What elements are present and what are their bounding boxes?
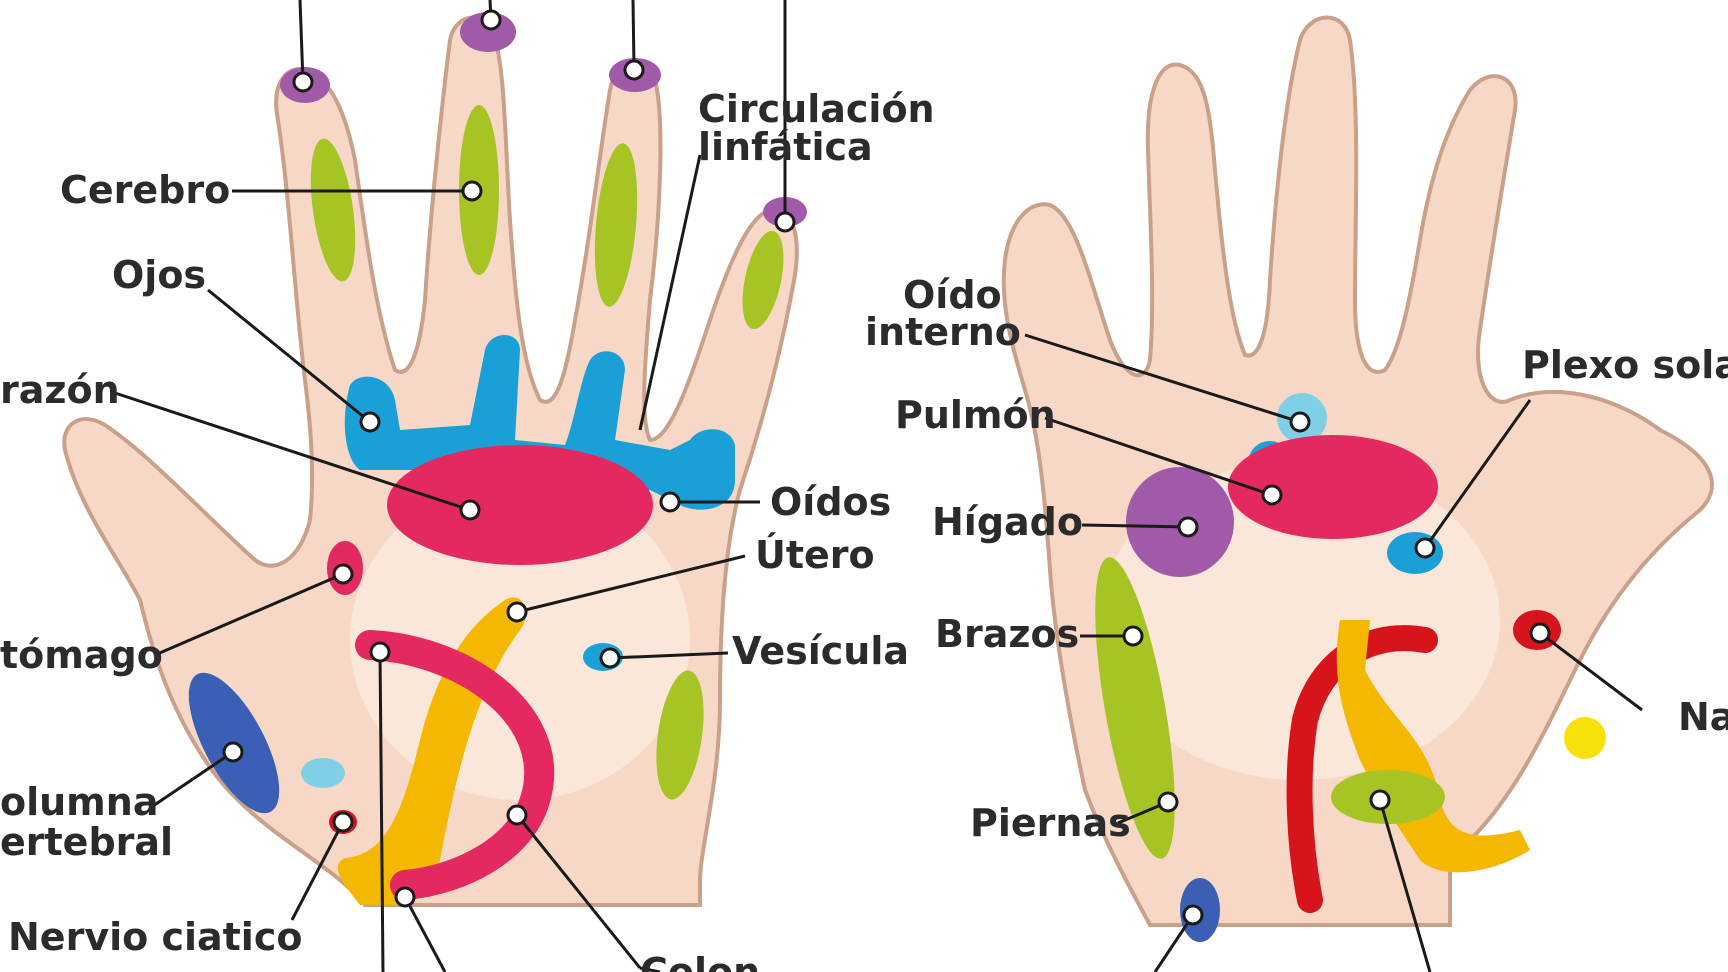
label-brazos: Brazos [935,612,1079,656]
label-utero: Útero [755,533,875,577]
label-cerebro: Cerebro [60,168,230,212]
right-hand [1001,15,1714,942]
label-pulmon: Pulmón [895,393,1056,437]
right-red-zone [1286,625,1438,913]
left-heart-zone [387,445,653,565]
label-corazon: razón [0,368,120,412]
label-oido-line2: interno [865,310,1021,354]
label-piernas: Piernas [970,801,1131,845]
label-ojos: Ojos [112,253,206,297]
label-plexo-solar: Plexo solar [1522,343,1728,387]
left-brain-zones [310,105,784,800]
label-circulacion-line1: Circulación [698,87,935,131]
label-colon: Colon [640,950,760,972]
label-circulacion-line2: linfática [698,125,873,169]
label-columna-line2: ertebral [0,820,173,864]
label-oidos: Oídos [770,480,891,524]
right-yellow-path-zone [1336,620,1530,873]
label-nervio-ciatico: Nervio ciatico [8,915,302,959]
left-colon-zone [355,630,555,900]
left-light-blue-zone [301,758,345,788]
label-nariz: Na [1678,695,1728,739]
right-heart-zone [1228,435,1438,539]
right-arms-legs-zone [1095,557,1175,859]
right-marker-dots [1122,411,1551,926]
left-labels: Cerebro Ojos razón tómago olumna ertebra… [0,87,935,972]
right-solar-plexus-zone [1387,532,1443,574]
label-estomago: tómago [0,633,163,677]
right-labels: Oído interno Pulmón Hígado Brazos Pierna… [865,273,1728,845]
label-columna-line1: olumna [0,780,158,824]
left-leader-lines [114,0,787,972]
left-marker-dots [222,9,796,908]
left-hand [62,12,807,907]
right-yellow-zone [1564,717,1606,759]
label-higado: Hígado [932,500,1083,544]
label-vesicula: Vesícula [732,629,909,673]
label-oido-line1: Oído [903,273,1002,317]
